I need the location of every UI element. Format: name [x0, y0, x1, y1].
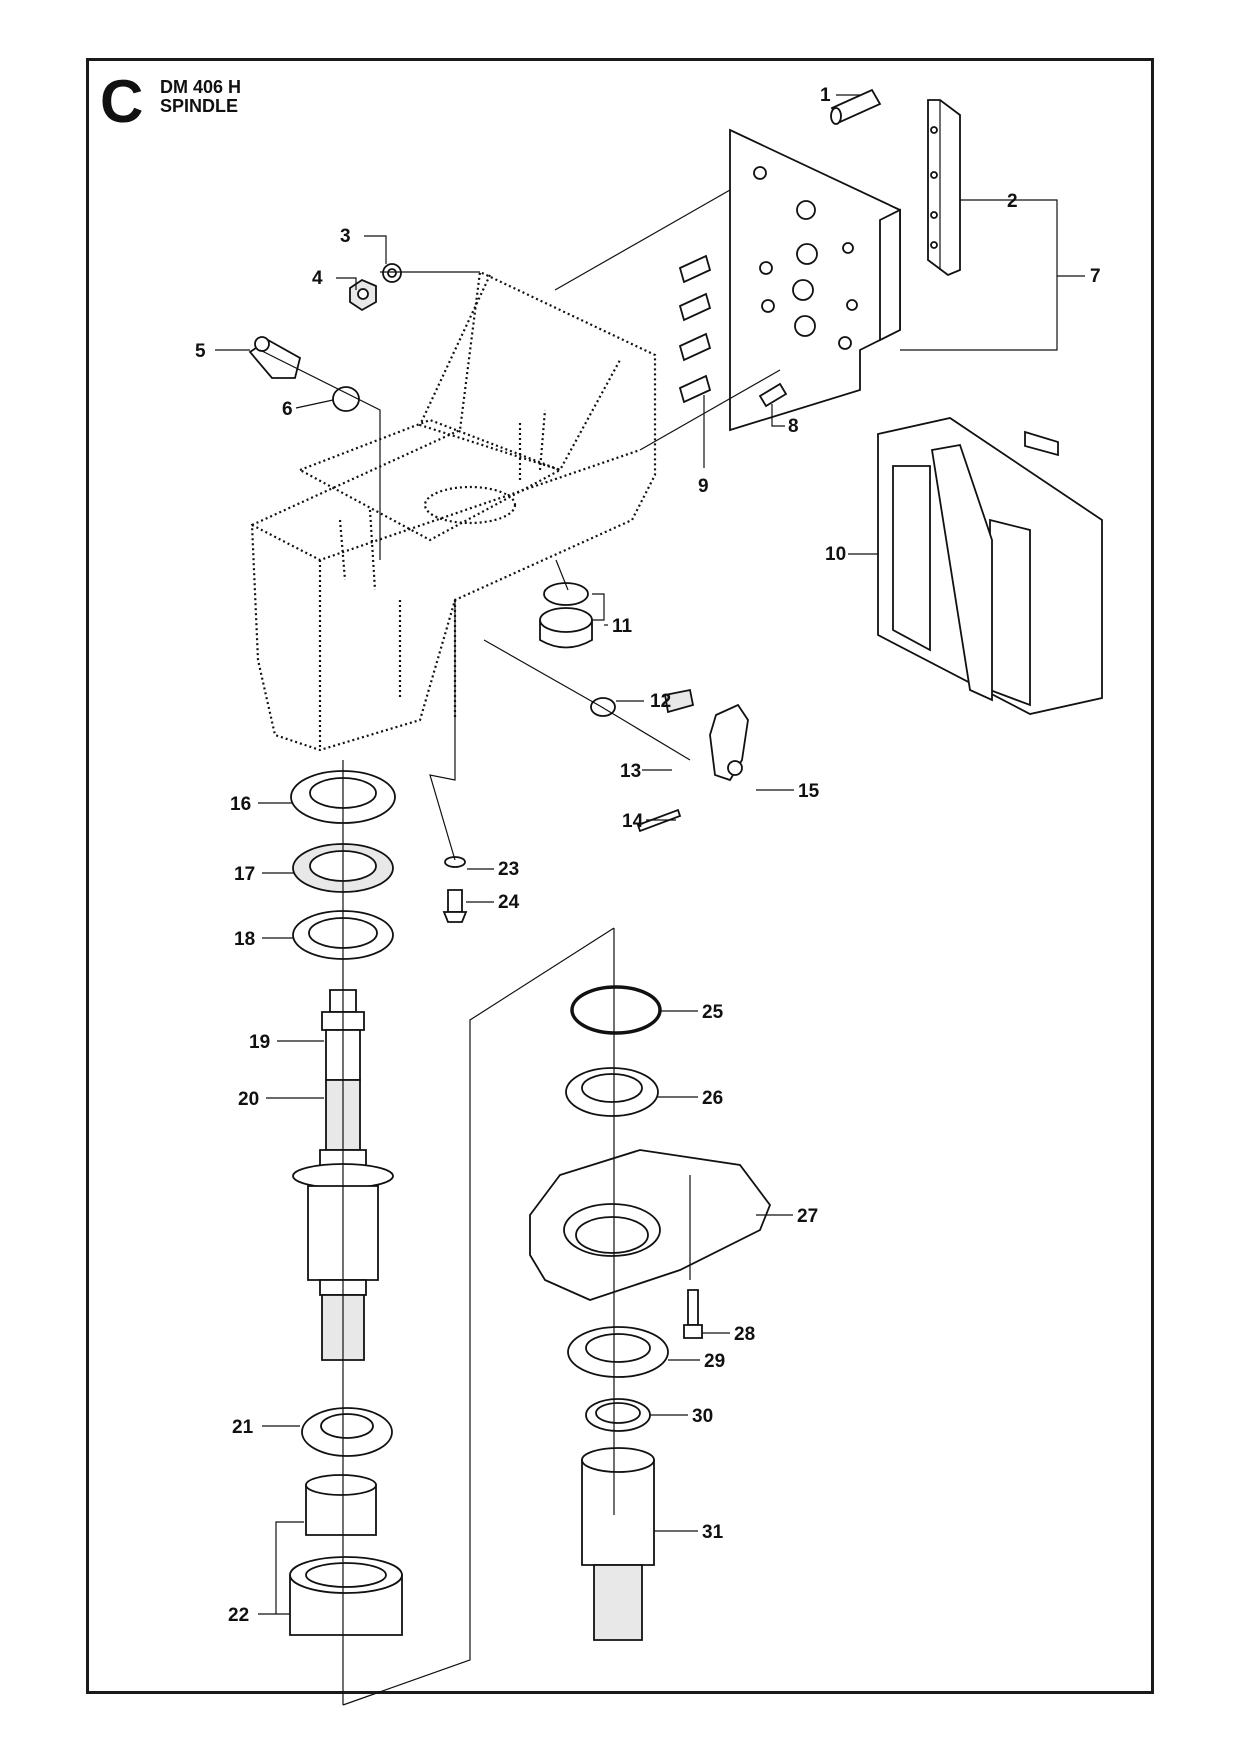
callout-17: 17: [234, 864, 255, 885]
callout-4: 4: [312, 268, 323, 289]
adapter-31: [581, 1447, 655, 1641]
callout-14: 14: [622, 811, 644, 832]
needle-bearing: [289, 1474, 403, 1636]
guide-rail: [927, 99, 961, 277]
callout-20: 20: [238, 1089, 259, 1110]
screw-28: [683, 1289, 703, 1339]
callout-7: 7: [1090, 266, 1101, 287]
model-name: DM 406 H: [160, 77, 242, 97]
callout-30: 30: [692, 1406, 713, 1427]
callout-3: 3: [340, 226, 351, 247]
callout-2: 2: [1007, 191, 1018, 212]
dowel-pin: [758, 382, 788, 408]
callout-1: 1: [820, 85, 831, 106]
screw-1: [830, 88, 882, 125]
flange-27: [529, 1149, 772, 1301]
callout-5: 5: [195, 341, 206, 362]
callout-10: 10: [825, 544, 846, 565]
callout-21: 21: [232, 1417, 254, 1438]
washer-screw: [442, 856, 468, 923]
callout-15: 15: [798, 781, 820, 802]
assembly-name: SPINDLE: [160, 96, 239, 116]
callout-9: 9: [698, 476, 709, 497]
diagram-frame: [86, 58, 1154, 1694]
callout-22: 22: [228, 1605, 249, 1626]
fitting-oring: [248, 336, 360, 412]
gear-housing-outline: [250, 270, 657, 752]
cover: [877, 417, 1103, 715]
callout-28: 28: [734, 1324, 755, 1345]
callout-27: 27: [797, 1206, 818, 1227]
leader-lines: [259, 189, 781, 1706]
oring-25: [570, 985, 662, 1035]
callout-11: 11: [612, 616, 633, 637]
callout-29: 29: [704, 1351, 725, 1372]
callout-12: 12: [650, 691, 671, 712]
callout-16: 16: [230, 794, 251, 815]
callout-19: 19: [249, 1032, 270, 1053]
cap-screws: [678, 254, 712, 404]
seal-29: [567, 1326, 669, 1378]
callout-23: 23: [498, 859, 519, 880]
diagram-title: DM 406 H SPINDLE: [160, 78, 241, 116]
bushing: [539, 582, 593, 649]
lock-ring: [301, 1407, 393, 1457]
seal-26: [565, 1067, 659, 1117]
callout-25: 25: [702, 1002, 724, 1023]
mounting-plate: [729, 128, 901, 432]
callout-26: 26: [702, 1088, 723, 1109]
callout-18: 18: [234, 929, 255, 950]
callout-8: 8: [788, 416, 799, 437]
callout-24: 24: [498, 892, 520, 913]
washer-nut: [349, 263, 402, 312]
ring-30: [585, 1398, 651, 1432]
callout-6: 6: [282, 399, 293, 420]
callout-labels: 1 2 3 4 5 6 7 8 9 10 11 12 13 14 15 16 1…: [195, 85, 1101, 1626]
callout-31: 31: [702, 1522, 724, 1543]
callout-13: 13: [620, 761, 641, 782]
section-letter: C: [100, 68, 144, 135]
